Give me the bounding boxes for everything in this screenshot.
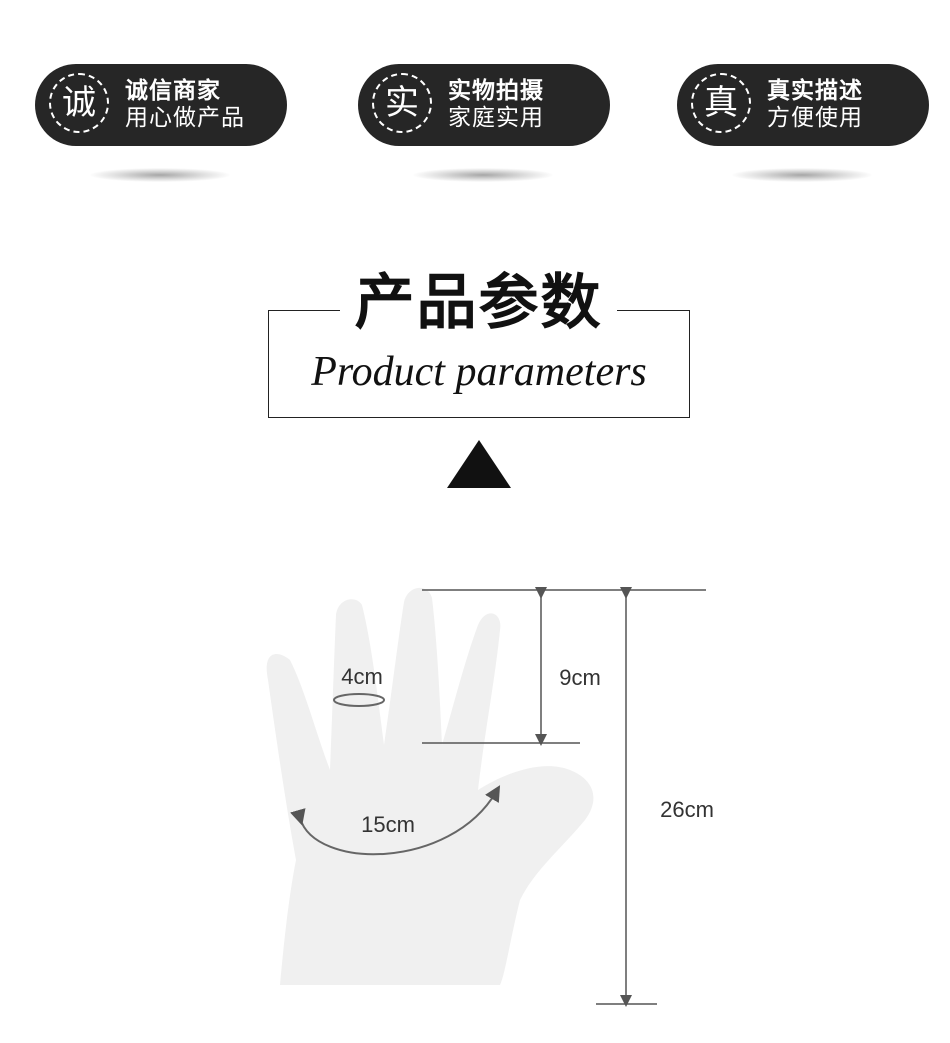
badge-text: 诚信商家 用心做产品 (125, 78, 245, 132)
triangle-pointer-icon (447, 440, 511, 488)
badge-line1: 实物拍摄 (448, 78, 544, 104)
badge-line1: 真实描述 (767, 78, 863, 104)
badge-circle-icon: 实 (372, 73, 432, 133)
page-subtitle: Product parameters (311, 349, 647, 395)
title-frame-top-right (617, 310, 690, 311)
palm-circumference-arc (290, 785, 501, 856)
badge-line2: 用心做产品 (125, 105, 245, 131)
badge-text: 实物拍摄 家庭实用 (448, 78, 544, 132)
badge-shadow (732, 168, 872, 182)
badge-shadow (90, 168, 230, 182)
badge-honest-merchant: 诚 诚信商家 用心做产品 (35, 64, 287, 146)
total-length-label: 26cm (660, 797, 714, 822)
badge-line2: 方便使用 (767, 105, 863, 131)
glove-illustration (266, 587, 594, 985)
badge-line1: 诚信商家 (125, 78, 221, 104)
finger-ring-marker (333, 693, 385, 707)
badge-circle-icon: 诚 (49, 73, 109, 133)
badge-line2: 家庭实用 (448, 105, 544, 131)
badge-shadow (413, 168, 553, 182)
page-title: 产品参数 (354, 268, 603, 338)
title-frame-top-left (268, 310, 340, 311)
badge-real-photo: 实 实物拍摄 家庭实用 (358, 64, 610, 146)
badge-circle-icon: 真 (691, 73, 751, 133)
finger-circumference-label: 4cm (341, 664, 383, 689)
palm-circumference-label: 15cm (361, 812, 415, 837)
title-frame (268, 310, 690, 418)
badge-true-description: 真 真实描述 方便使用 (677, 64, 929, 146)
finger-length-label: 9cm (559, 665, 601, 690)
badge-text: 真实描述 方便使用 (767, 78, 863, 132)
